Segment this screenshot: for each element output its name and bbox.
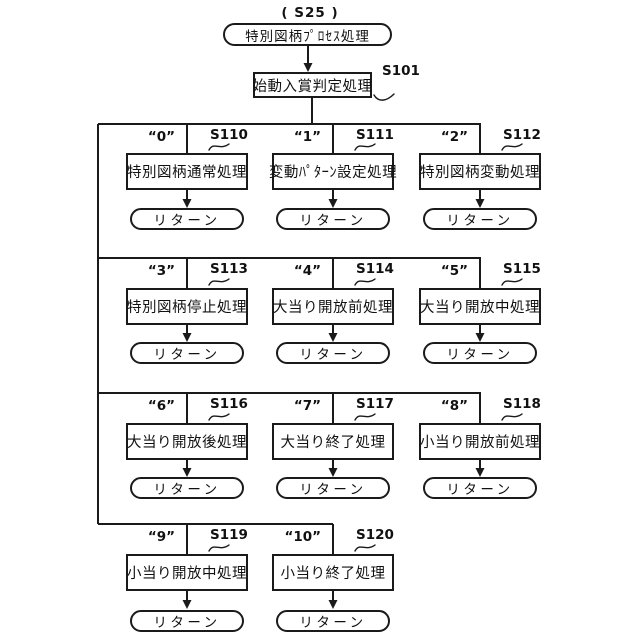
case-value: “9” xyxy=(147,529,175,545)
step-label: S120 xyxy=(356,527,394,543)
process-box: 変動ﾊﾟﾀｰﾝ設定処理 xyxy=(269,153,397,190)
return-terminal: リターン xyxy=(130,342,244,364)
step-label: S114 xyxy=(356,261,394,277)
return-terminal: リターン xyxy=(423,208,537,230)
case-value: “6” xyxy=(147,398,175,414)
case-value: “7” xyxy=(293,398,321,414)
step-label: S119 xyxy=(210,527,248,543)
case-value: “8” xyxy=(440,398,468,414)
return-terminal: リターン xyxy=(276,610,390,632)
step-label: S111 xyxy=(356,127,394,143)
return-terminal: リターン xyxy=(423,477,537,499)
return-terminal: リターン xyxy=(276,208,390,230)
process-box: 小当り開放前処理 xyxy=(419,423,541,460)
return-terminal: リターン xyxy=(130,208,244,230)
process-box-entry: 始動入賞判定処理 xyxy=(253,72,372,98)
step-label: S116 xyxy=(210,396,248,412)
branch-line xyxy=(97,98,481,554)
step-label: S112 xyxy=(503,127,541,143)
return-terminal: リターン xyxy=(276,477,390,499)
case-value: “0” xyxy=(147,129,175,145)
process-box: 大当り開放後処理 xyxy=(126,423,248,460)
case-value: “3” xyxy=(147,263,175,279)
case-value: “2” xyxy=(440,129,468,145)
step-label: S115 xyxy=(503,261,541,277)
process-box: 特別図柄停止処理 xyxy=(126,288,248,325)
context-step-label: ( S25 ) xyxy=(281,5,339,21)
step-label: S118 xyxy=(503,396,541,412)
step-label: S113 xyxy=(210,261,248,277)
process-box: 特別図柄変動処理 xyxy=(419,153,541,190)
case-value: “1” xyxy=(293,129,321,145)
process-box: 大当り終了処理 xyxy=(272,423,394,460)
process-box: 大当り開放中処理 xyxy=(419,288,541,325)
step-label: S110 xyxy=(210,127,248,143)
case-value: “4” xyxy=(293,263,321,279)
process-box: 大当り開放前処理 xyxy=(272,288,394,325)
return-terminal: リターン xyxy=(423,342,537,364)
process-box: 特別図柄通常処理 xyxy=(126,153,248,190)
return-terminal: リターン xyxy=(130,477,244,499)
start-terminal: 特別図柄ﾌﾟﾛｾｽ処理 xyxy=(223,23,392,46)
return-terminal: リターン xyxy=(276,342,390,364)
process-box: 小当り開放中処理 xyxy=(126,554,248,591)
case-value: “5” xyxy=(440,263,468,279)
process-box: 小当り終了処理 xyxy=(272,554,394,591)
return-terminal: リターン xyxy=(130,610,244,632)
step-label-s101: S101 xyxy=(382,63,420,79)
step-label: S117 xyxy=(356,396,394,412)
case-value: “10” xyxy=(284,529,321,545)
leader-squiggle xyxy=(208,93,523,552)
